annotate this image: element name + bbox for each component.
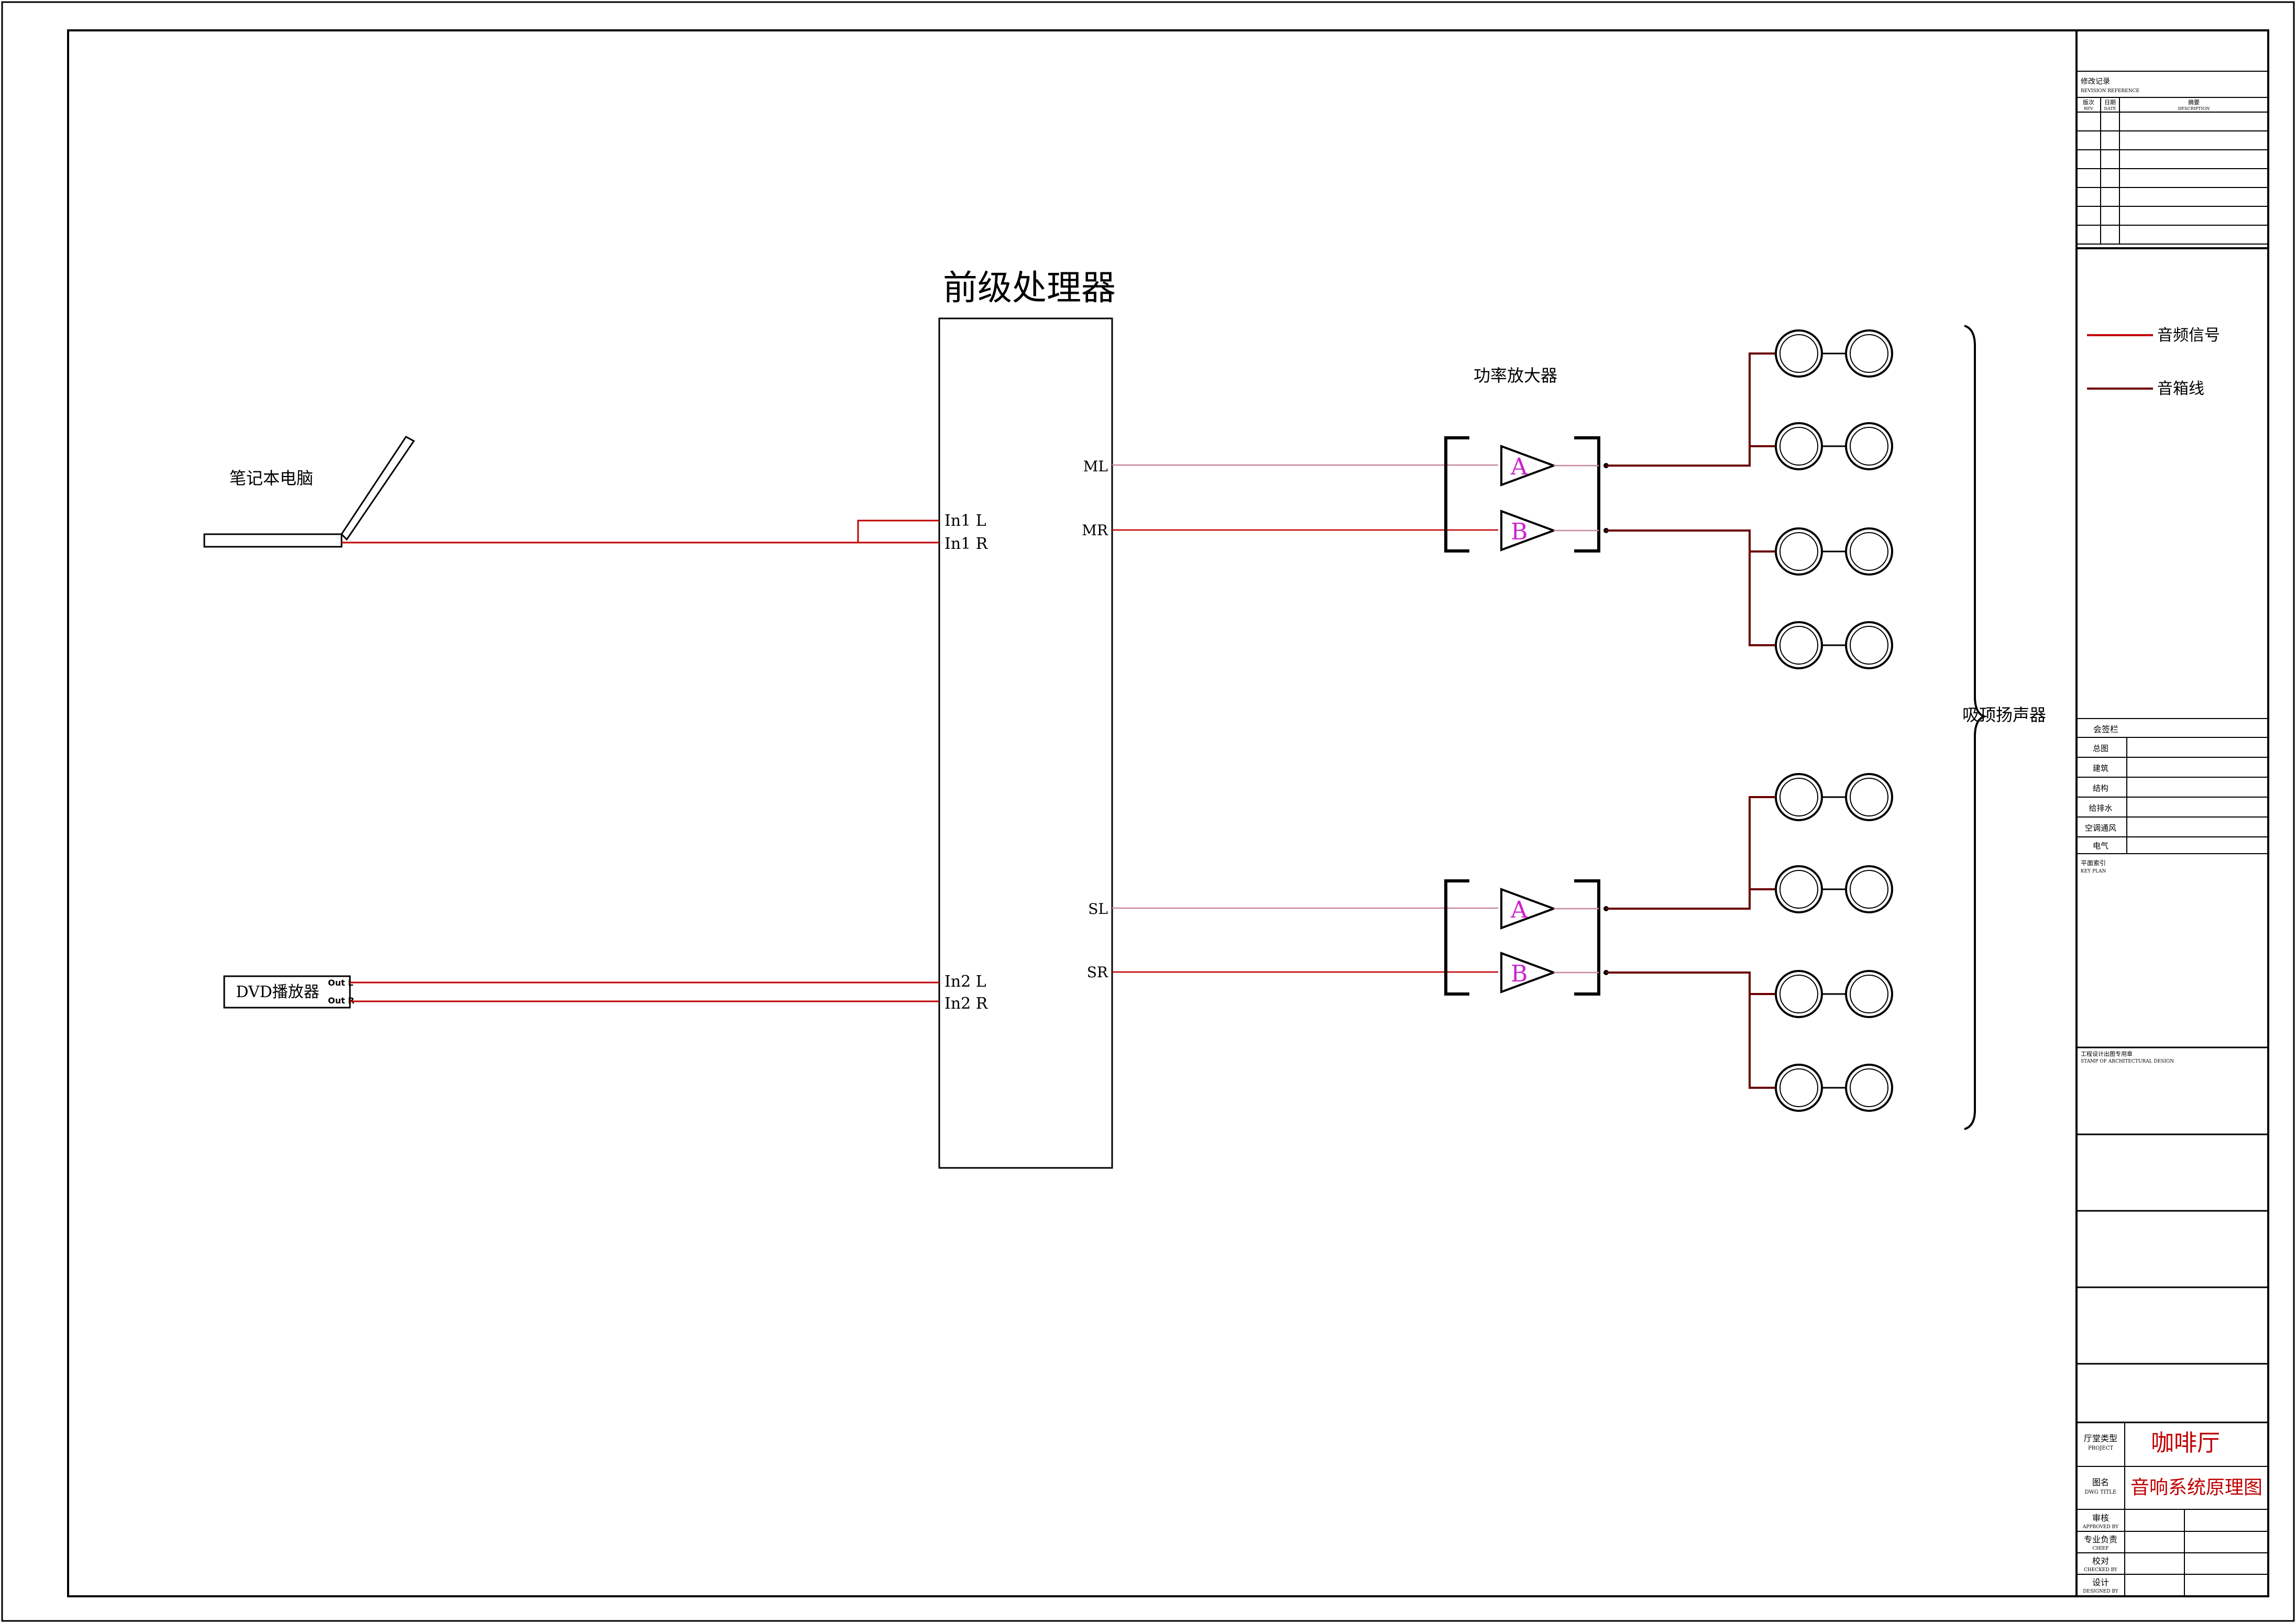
legend-audio-signal: 音频信号 [2157, 326, 2220, 345]
key-plan-label-en: KEY PLAN [2081, 869, 2106, 874]
drawing-frame [67, 29, 2269, 1597]
stamp-label-en: STAMP OF ARCHITECTURAL DESIGN [2081, 1059, 2174, 1064]
signoff-row: 给排水 [2089, 803, 2112, 813]
rev-no-label-en: REV [2084, 106, 2093, 111]
signoff-row: 空调通风 [2085, 823, 2116, 833]
stamp-label: 工程设计出图专用章 [2081, 1050, 2133, 1057]
dvd-device: DVD播放器 Out L Out R [223, 975, 355, 1009]
port-out-ml: ML [1083, 458, 1108, 475]
port-out-sr: SR [1087, 964, 1108, 981]
checked-label: 校对 [2092, 1556, 2109, 1566]
dvd-out-r: Out R [328, 996, 355, 1006]
designed-label-en: DESIGNED BY [2083, 1589, 2119, 1594]
processor-title: 前级处理器 [943, 268, 1116, 308]
chief-label-en: CHIEF [2092, 1546, 2108, 1551]
speaker [1845, 773, 1893, 821]
amplifier-unit-2: A B [1444, 879, 1600, 996]
revision-title: 修改记录 [2081, 78, 2110, 86]
signoff-row: 建筑 [2093, 764, 2108, 773]
project-name: 咖啡厅 [2151, 1430, 2220, 1456]
processor-box [938, 317, 1113, 1169]
amp-triangle-a [1500, 445, 1557, 487]
laptop-label: 笔记本电脑 [229, 468, 313, 488]
amplifier-unit-1: A B [1444, 436, 1600, 553]
amp-channel-a: A [1510, 897, 1528, 923]
speaker-wire-lines [1603, 352, 1846, 1089]
dvd-label: DVD播放器 [236, 983, 319, 1001]
dvd-signal-lines [350, 981, 939, 1002]
approved-label-en: APPROVED BY [2082, 1525, 2119, 1530]
legend-speaker-wire: 音箱线 [2157, 380, 2204, 398]
amp-triangle-b [1500, 952, 1557, 993]
key-plan-label: 平面索引 [2081, 859, 2106, 867]
speaker [1845, 527, 1893, 576]
speaker [1775, 527, 1823, 576]
speaker [1845, 970, 1893, 1018]
amp-channel-a: A [1510, 454, 1528, 480]
speaker [1775, 621, 1823, 669]
amp-triangle-b [1500, 510, 1557, 551]
port-in2-r: In2 R [944, 995, 988, 1013]
rev-desc-label-en: DESCRIPTION [2178, 106, 2210, 111]
rev-desc-label: 摘要 [2188, 98, 2200, 106]
signoff-row: 总图 [2093, 744, 2108, 753]
dwg-title-label-en: DWG TITLE [2085, 1489, 2117, 1495]
dvd-box [223, 975, 351, 1009]
chief-label: 专业负责 [2084, 1534, 2117, 1544]
project-label-en: PROJECT [2088, 1445, 2113, 1451]
project-label: 厅堂类型 [2084, 1433, 2117, 1443]
legend: 音频信号 音箱线 [2087, 326, 2220, 398]
laptop-screen [340, 436, 415, 541]
speaker [1775, 865, 1823, 913]
revision-title-en: REVISION REFERENCE [2081, 89, 2139, 94]
amp-channel-b: B [1511, 518, 1528, 545]
laptop-base [203, 533, 343, 548]
processor-block: 前级处理器 In1 L In1 R In2 L In2 R ML MR SL S… [938, 268, 1116, 1169]
speakers-label: 吸顶扬声器 [1962, 705, 2046, 725]
signoff-title: 会签栏 [2093, 724, 2118, 734]
port-out-sl: SL [1088, 900, 1108, 918]
rev-no-label: 版次 [2083, 98, 2094, 106]
speaker-group-brace [1964, 325, 1988, 1130]
speaker [1775, 1064, 1823, 1112]
dwg-title: 音响系统原理图 [2130, 1477, 2262, 1498]
signoff-row: 结构 [2093, 783, 2108, 793]
speaker [1845, 422, 1893, 470]
speaker [1775, 970, 1823, 1018]
speaker [1775, 422, 1823, 470]
speaker [1845, 1064, 1893, 1112]
dvd-out-l: Out L [328, 978, 353, 988]
approved-label: 审核 [2092, 1513, 2109, 1523]
amplifier-label: 功率放大器 [1474, 366, 1557, 385]
port-in1-l: In1 L [944, 512, 986, 530]
speaker [1845, 621, 1893, 669]
processor-output-lines [1112, 464, 1498, 973]
amp-channel-b: B [1511, 960, 1528, 987]
checked-label-en: CHECKED BY [2084, 1567, 2118, 1573]
laptop-device: 笔记本电脑 [203, 436, 415, 548]
port-in1-r: In1 R [944, 535, 988, 553]
signoff-row: 电气 [2093, 841, 2108, 851]
speaker [1845, 865, 1893, 913]
port-out-mr: MR [1082, 522, 1108, 539]
amp-triangle-a [1500, 888, 1557, 930]
designed-label: 设计 [2092, 1577, 2109, 1587]
rev-date-label: 日期 [2104, 99, 2116, 106]
speaker [1845, 329, 1893, 378]
ceiling-speakers [1775, 329, 1893, 1112]
speaker [1775, 773, 1823, 821]
laptop-signal-lines [342, 520, 939, 544]
title-block: 修改记录 REVISION REFERENCE 版次 REV 日期 DATE 摘… [2075, 30, 2268, 1596]
port-in2-l: In2 L [944, 973, 986, 991]
speaker [1775, 329, 1823, 378]
dwg-title-label: 图名 [2092, 1477, 2109, 1487]
rev-date-label-en: DATE [2104, 106, 2116, 111]
